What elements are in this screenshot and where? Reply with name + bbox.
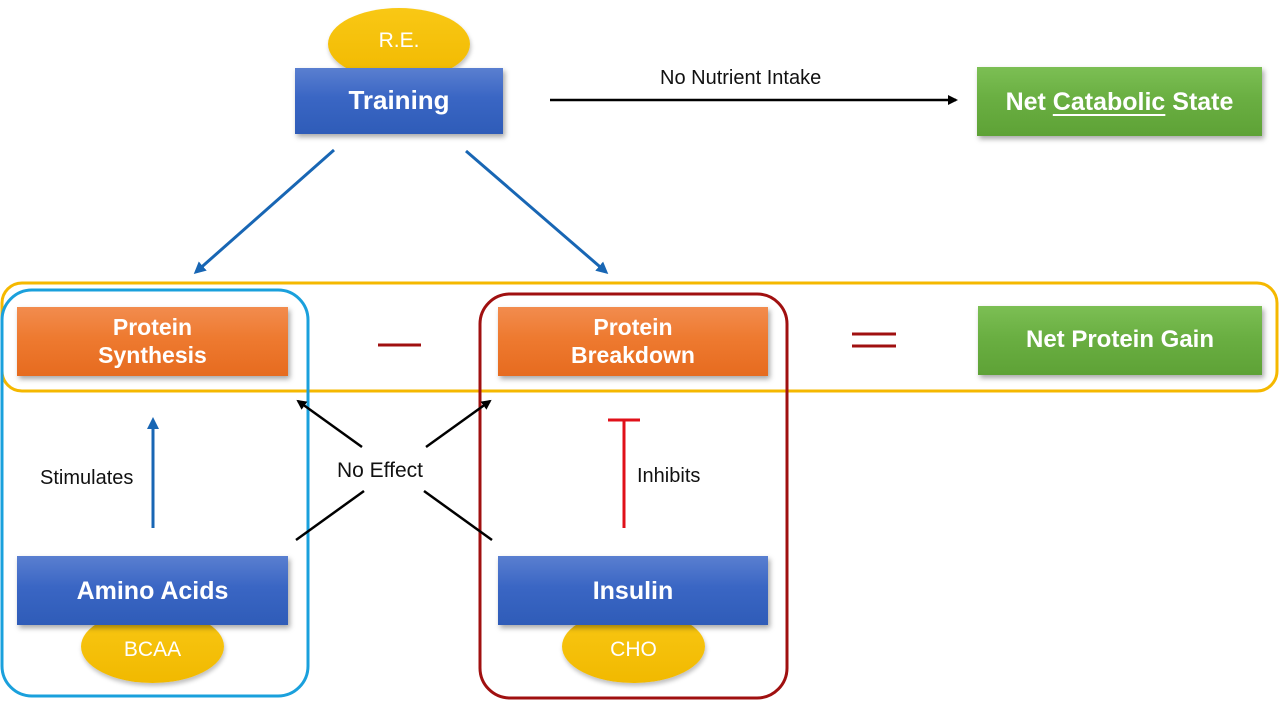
net-catabolic-emphasis: Catabolic — [1052, 87, 1166, 116]
no-nutrient-intake-label: No Nutrient Intake — [660, 67, 822, 89]
net-catabolic-state-node[interactable]: Net Catabolic State — [977, 67, 1262, 136]
protein-synthesis-node[interactable]: Protein Synthesis — [17, 307, 288, 376]
insulin-label: Insulin — [592, 576, 674, 605]
training-label: Training — [348, 85, 450, 116]
net-protein-gain-label: Net Protein Gain — [1025, 326, 1215, 354]
training-node[interactable]: Training — [295, 68, 503, 134]
net-protein-gain-node[interactable]: Net Protein Gain — [978, 306, 1262, 375]
protein-synthesis-line1: Protein — [112, 313, 193, 340]
no-effect-label: No Effect — [337, 459, 423, 482]
arrow-no-effect-to-synthesis — [296, 399, 363, 449]
net-catabolic-suffix: State — [1165, 87, 1234, 116]
insulin-node[interactable]: Insulin — [498, 556, 768, 625]
protein-breakdown-node[interactable]: Protein Breakdown — [498, 307, 768, 376]
arrow-training-to-breakdown — [465, 149, 609, 274]
protein-breakdown-line1: Protein — [593, 313, 673, 340]
line-no-effect-from-insulin — [423, 489, 493, 542]
net-catabolic-prefix: Net — [1005, 87, 1053, 116]
arrow-no-effect-to-breakdown — [425, 399, 492, 449]
breakdown-group-frame — [478, 292, 789, 700]
re-badge-label: R.E. — [378, 29, 420, 52]
inhibits-label: Inhibits — [637, 465, 701, 487]
arrow-training-to-synthesis — [193, 148, 335, 274]
line-no-effect-from-amino — [295, 489, 365, 542]
cho-badge-label: CHO — [610, 637, 657, 661]
stimulates-label: Stimulates — [40, 467, 134, 489]
protein-breakdown-line2: Breakdown — [571, 341, 695, 368]
amino-acids-label: Amino Acids — [76, 576, 229, 605]
bcaa-badge-label: BCAA — [123, 637, 182, 661]
synthesis-group-frame — [0, 288, 310, 698]
amino-acids-node[interactable]: Amino Acids — [17, 556, 288, 625]
net-catabolic-label: Net Catabolic State — [1006, 87, 1234, 117]
protein-synthesis-line2: Synthesis — [98, 341, 207, 368]
